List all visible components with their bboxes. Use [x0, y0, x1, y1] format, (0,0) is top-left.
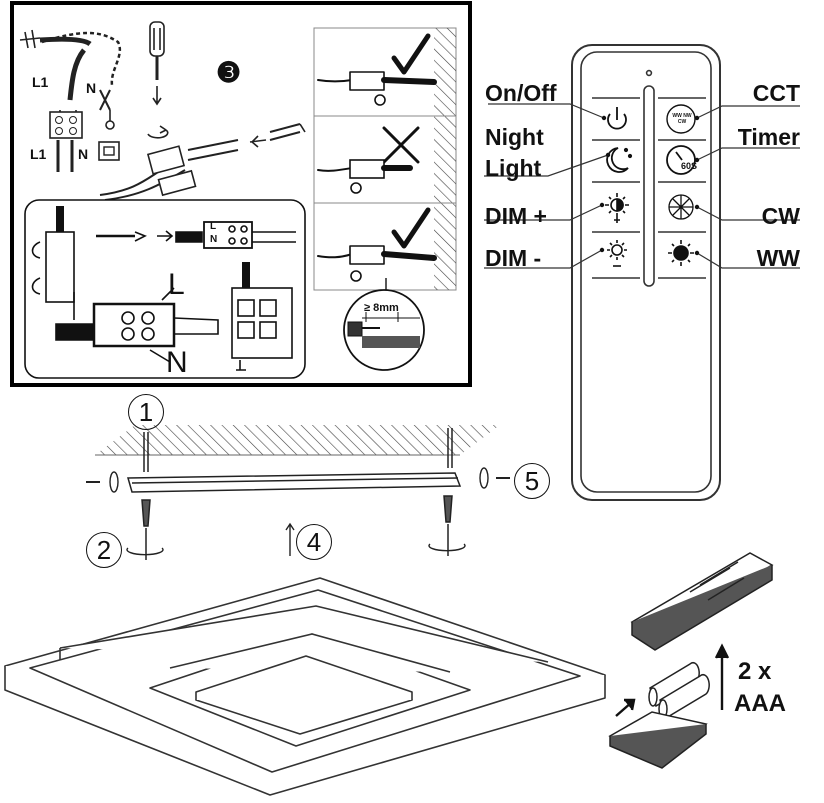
- battery-cover: [608, 711, 708, 769]
- terminal-big-label-n: N: [166, 346, 188, 379]
- ww-icon: [668, 240, 694, 266]
- wiring-panel-frame: [10, 1, 472, 387]
- leader-dots: [599, 115, 700, 256]
- label-light: Light: [485, 155, 542, 181]
- battery-count: 2 x: [738, 658, 772, 685]
- timer-button-text: 60S: [681, 161, 698, 171]
- label-leaders: [484, 103, 800, 269]
- label-cct: CCT: [752, 80, 800, 106]
- cw-icon: [668, 194, 694, 220]
- label-ww: WW: [756, 245, 800, 271]
- rotation-arrows: [109, 467, 489, 556]
- small-remote: [630, 552, 774, 651]
- cct-icon: [666, 104, 696, 134]
- strip-length-magnifier: [343, 278, 425, 371]
- terminal-block-small: [49, 111, 83, 139]
- wire-label-n-top: N: [86, 80, 97, 96]
- double-insulation-symbol: [98, 141, 120, 161]
- mounting-bar: [127, 472, 462, 493]
- battery-arrows: [615, 643, 730, 717]
- cct-button-text: WW NW CW: [672, 113, 692, 125]
- label-cw: CW: [761, 203, 800, 229]
- label-dim-minus: DIM -: [485, 245, 542, 271]
- remote-control: [571, 44, 721, 501]
- check-wrong: [317, 126, 420, 194]
- label-dim-plus: DIM +: [485, 203, 547, 229]
- check-correct-2: [317, 207, 437, 282]
- step-5: 5: [514, 463, 550, 499]
- check-correct-1: [317, 33, 437, 106]
- label-night: Night: [485, 124, 544, 150]
- strip-length-label: ≥ 8mm: [364, 302, 399, 314]
- step-1: 1: [128, 394, 164, 430]
- terminal-label-n: N: [210, 234, 218, 245]
- step-2: 2: [86, 532, 122, 568]
- terminal-big-label-l: L: [168, 268, 185, 301]
- connector-clip: [99, 123, 306, 201]
- batteries: [648, 661, 710, 720]
- power-icon: [607, 107, 627, 130]
- dim-minus-icon: [607, 240, 627, 267]
- ceiling-hatch: [95, 425, 500, 456]
- battery-type: AAA: [734, 690, 786, 717]
- wire-label-l1-bottom: L1: [30, 146, 47, 162]
- screwdriver-icon: [147, 21, 169, 139]
- ground-symbol: [105, 110, 115, 130]
- step-3-badge: ❸: [216, 57, 242, 88]
- dim-plus-icon: [605, 193, 629, 223]
- wiring-detail-drawing: [31, 206, 296, 371]
- label-on-off: On/Off: [485, 80, 557, 106]
- label-timer: Timer: [737, 124, 800, 150]
- wire-label-n-bottom: N: [78, 146, 89, 162]
- ceiling-lamp: [4, 577, 606, 796]
- step-4: 4: [296, 524, 332, 560]
- wire-label-l1-top: L1: [32, 74, 49, 90]
- terminal-label-l: L: [210, 221, 217, 232]
